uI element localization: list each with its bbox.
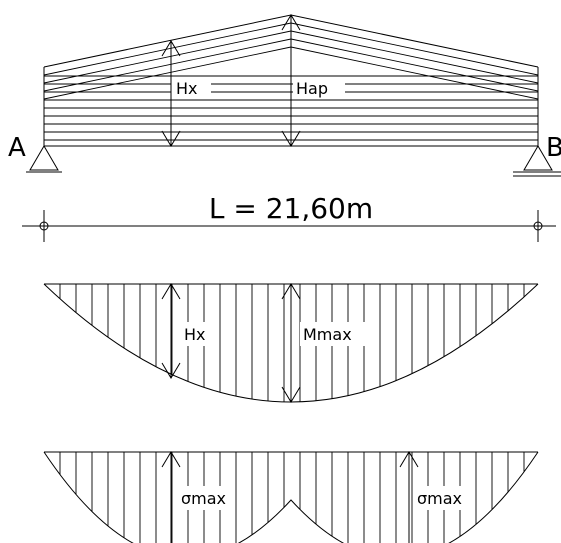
moment-max-label: Mmax [303, 325, 352, 344]
glulam-beam: Hx Hap [43, 14, 539, 147]
span-label: L = 21,60m [209, 192, 373, 225]
hx-dimension-arrow [161, 40, 181, 147]
lamination-line [290, 38, 539, 92]
lamination-line [290, 30, 539, 84]
lamination-line [290, 46, 539, 100]
moment-hatching [59, 284, 525, 402]
stress-left-arrow [161, 451, 181, 543]
stress-hatching [59, 452, 525, 543]
stress-right-arrow [399, 451, 419, 543]
beam-hx-label: Hx [176, 79, 198, 98]
lamination-line [43, 46, 292, 100]
support-left: A [8, 133, 62, 173]
moment-hx-label: Hx [184, 325, 206, 344]
support-right-label: B [546, 133, 561, 163]
lamination-line [290, 22, 539, 76]
stress-left-label: σmax [181, 489, 226, 508]
moment-hx-arrow [161, 283, 181, 379]
moment-diagram: Hx Mmax [43, 283, 539, 403]
lamination-line [43, 30, 292, 84]
lamination-line [43, 38, 292, 92]
support-right: B [513, 133, 561, 177]
stress-diagram: σmax σmax [43, 451, 539, 543]
beam-hap-label: Hap [296, 79, 328, 98]
stress-right-label: σmax [417, 489, 462, 508]
hap-dimension-arrow [281, 14, 301, 147]
support-left-label: A [8, 133, 26, 163]
span-dimension: L = 21,60m [22, 192, 556, 242]
lamination-line [43, 22, 292, 76]
moment-max-arrow [281, 283, 301, 403]
